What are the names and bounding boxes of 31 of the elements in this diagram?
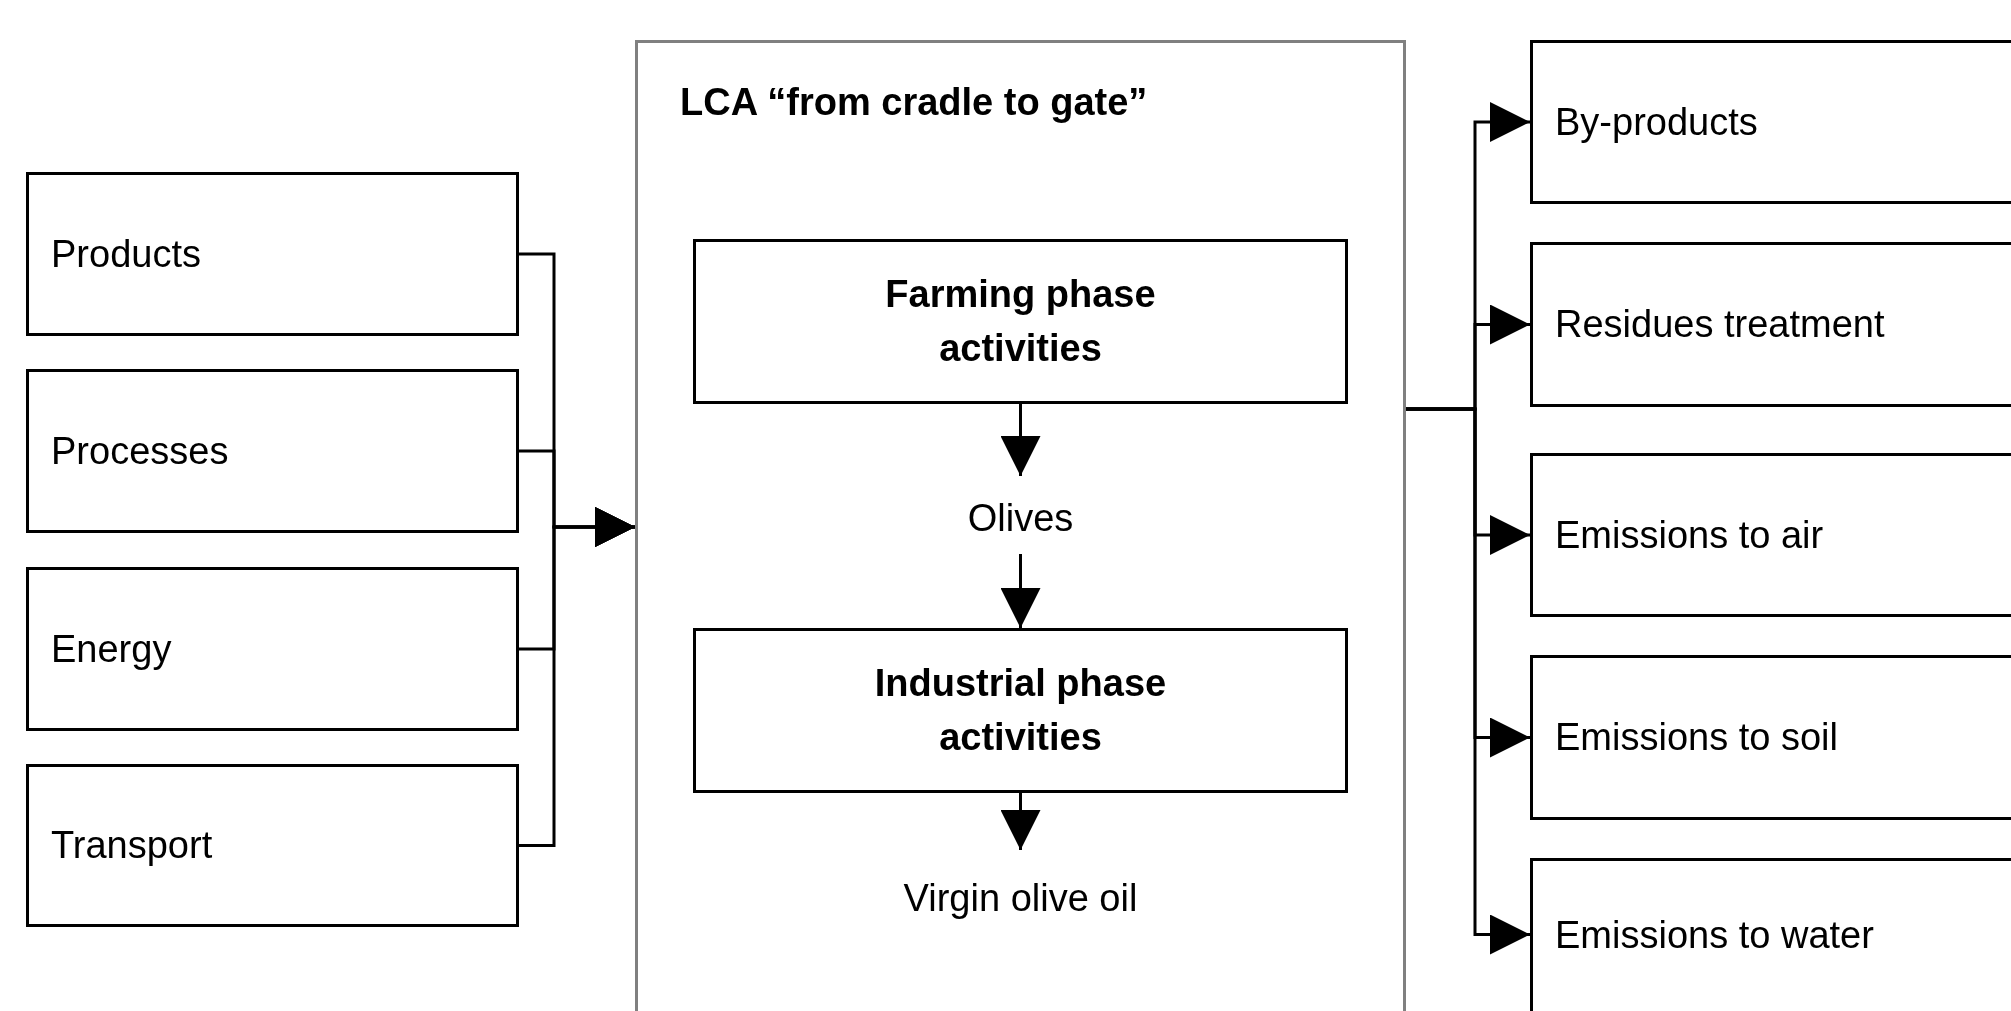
box-label: Emissions to air bbox=[1555, 513, 1824, 557]
box-label: Residues treatment bbox=[1555, 303, 1885, 346]
box-label: Farming phase activities bbox=[884, 272, 1157, 371]
process-box bbox=[1530, 453, 2011, 617]
process-box bbox=[26, 764, 519, 927]
process-box bbox=[1530, 858, 2011, 1011]
box-label: Emissions to soil bbox=[1555, 716, 1838, 759]
flow-label: Virgin olive oil bbox=[793, 870, 1248, 926]
arrow bbox=[1000, 404, 1041, 476]
process-box bbox=[1530, 655, 2011, 820]
arrow bbox=[519, 507, 635, 847]
process-box bbox=[693, 239, 1348, 404]
box-label: Transport bbox=[51, 824, 213, 867]
box-label: Industrial phase activities bbox=[873, 661, 1168, 760]
box-label: Energy bbox=[51, 627, 172, 671]
flow-label: Olives bbox=[893, 490, 1148, 546]
box-label: Emissions to water bbox=[1555, 914, 1874, 957]
box-label: Products bbox=[51, 232, 201, 276]
box-label: Processes bbox=[51, 429, 229, 473]
process-box bbox=[693, 628, 1348, 793]
process-box bbox=[1530, 40, 2011, 204]
process-box bbox=[1530, 242, 2011, 407]
system-boundary-box bbox=[635, 40, 1406, 1011]
box-label: By-products bbox=[1555, 100, 1758, 144]
process-box bbox=[26, 567, 519, 731]
process-box bbox=[26, 172, 519, 336]
process-box bbox=[26, 369, 519, 533]
arrow bbox=[1406, 407, 1530, 955]
arrow bbox=[1000, 554, 1041, 628]
boundary-title: LCA “from cradle to gate” bbox=[680, 81, 1148, 124]
arrow bbox=[1000, 793, 1041, 850]
